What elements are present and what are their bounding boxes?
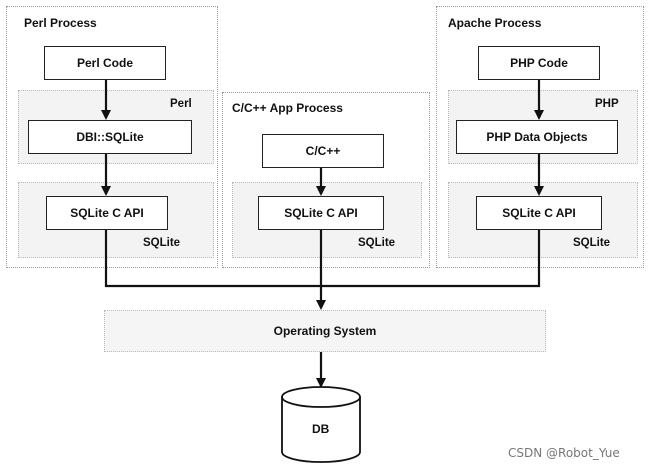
cpp-code-box: C/C++ [262,134,384,168]
app-sqlite-label: SQLite [358,237,396,249]
app-process-title: C/C++ App Process [232,101,343,115]
db-label: DB [312,422,330,436]
perl-process-title: Perl Process [24,16,97,30]
php-data-objects-box: PHP Data Objects [456,120,618,154]
perl-code-box: Perl Code [44,46,166,80]
app-sqlite-c-api-box: SQLite C API [258,196,384,230]
perl-sqlite-c-api-box: SQLite C API [46,196,168,230]
php-layer-label: PHP [595,98,619,110]
apache-sqlite-c-api-box: SQLite C API [476,196,602,230]
db-cylinder [281,386,361,463]
dbi-sqlite-box: DBI::SQLite [28,120,192,154]
apache-process-title: Apache Process [448,16,542,30]
bus-line [104,230,541,288]
apache-sqlite-label: SQLite [573,237,611,249]
perl-layer-label: Perl [170,98,192,110]
perl-sqlite-label: SQLite [143,237,181,249]
operating-system-layer: Operating System [104,310,546,352]
watermark: CSDN @Robot_Yue [508,446,620,460]
php-code-box: PHP Code [478,46,600,80]
